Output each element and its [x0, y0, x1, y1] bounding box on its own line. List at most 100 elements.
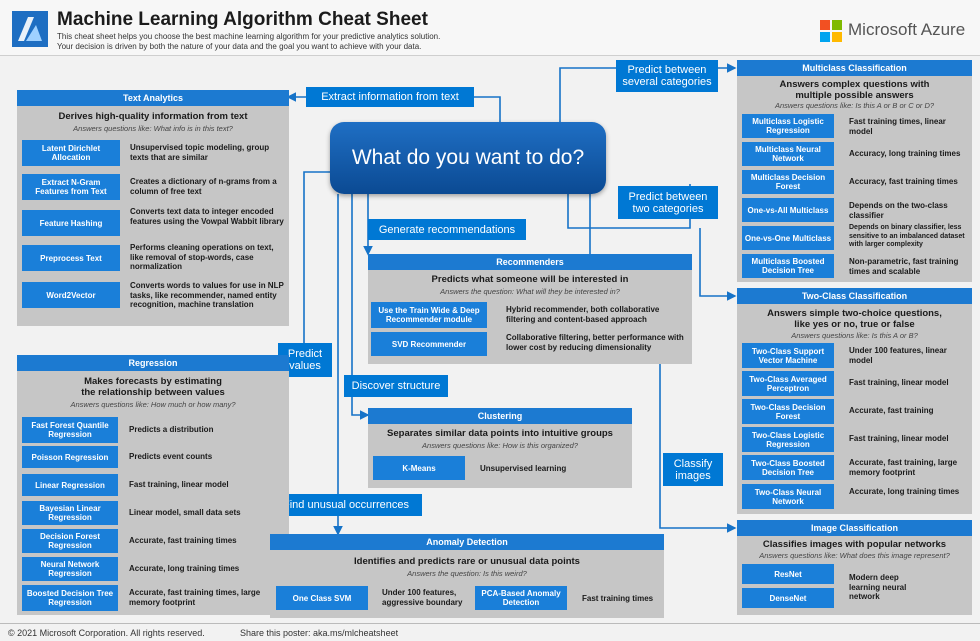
algorithm-description: Creates a dictionary of n-grams from a c… [130, 177, 277, 196]
panel-title: Image Classification [737, 520, 972, 536]
panel-heading: Answers complex questions with multiple … [779, 79, 930, 101]
image-classification-panel: Image Classification Classifies images w… [737, 520, 972, 615]
algorithm-description: Accurate, fast training times [129, 536, 237, 545]
panel-heading: Classifies images with popular networks [762, 539, 947, 550]
algorithm-button[interactable]: Preprocess Text [22, 245, 120, 271]
panel-question: Answers questions like: How is this orga… [422, 441, 578, 450]
algorithm-description: Modern deep learning neural network [849, 573, 907, 601]
algorithm-description: Accurate, fast training [849, 406, 934, 415]
label-find-unusual-occurrences[interactable]: Find unusual occurrences [270, 494, 422, 516]
footer: © 2021 Microsoft Corporation. All rights… [0, 623, 980, 641]
algorithm-button[interactable]: Two-Class Neural Network [742, 484, 834, 509]
algorithm-description: Fast training times [582, 594, 654, 603]
algorithm-description: Unsupervised topic modeling, group texts… [130, 143, 270, 162]
algorithm-button[interactable]: Linear Regression [22, 474, 118, 496]
share-link[interactable]: Share this poster: aka.ms/mlcheatsheet [240, 628, 399, 638]
label-generate-recommendations[interactable]: Generate recommendations [368, 219, 526, 240]
algorithm-button[interactable]: Two-Class Logistic Regression [742, 427, 834, 452]
azure-ml-logo-icon [12, 11, 48, 47]
panel-title: Recommenders [368, 254, 692, 270]
algorithm-description: Accuracy, long training times [849, 149, 961, 158]
algorithm-button[interactable]: ResNet [742, 564, 834, 584]
algorithm-button[interactable]: Feature Hashing [22, 210, 120, 236]
algorithm-button[interactable]: Extract N-Gram Features from Text [22, 174, 120, 200]
panel-heading: Identifies and predicts rare or unusual … [354, 556, 580, 567]
algorithm-description: Fast training, linear model [129, 480, 229, 489]
algorithm-description: Accurate, long training times [129, 564, 240, 573]
panel-question: Answers the question: Is this weird? [407, 569, 527, 578]
algorithm-button[interactable]: Poisson Regression [22, 446, 118, 468]
brand-name: Microsoft Azure [848, 20, 966, 39]
algorithm-description: Fast training, linear model [849, 378, 949, 387]
algorithm-description: Converts words to values for use in NLP … [130, 281, 284, 309]
panel-heading: Separates similar data points into intui… [387, 428, 613, 439]
text-analytics-panel: Text Analytics Derives high-quality info… [17, 90, 289, 326]
algorithm-button[interactable]: Neural Network Regression [22, 557, 118, 581]
panel-title: Clustering [368, 408, 632, 424]
algorithm-description: Under 100 features, linear model [849, 346, 947, 365]
clustering-panel: Clustering Separates similar data points… [368, 408, 632, 488]
algorithm-description: Accurate, fast training times, large mem… [129, 588, 261, 607]
algorithm-button[interactable]: Word2Vector [22, 282, 120, 308]
label-classify-images[interactable]: Classify images [663, 453, 723, 486]
algorithm-button[interactable]: DenseNet [742, 588, 834, 608]
algorithm-button[interactable]: Fast Forest Quantile Regression [22, 417, 118, 443]
algorithm-button[interactable]: Decision Forest Regression [22, 529, 118, 553]
algorithm-button[interactable]: Multiclass Logistic Regression [742, 114, 834, 138]
label-predict-two-categories[interactable]: Predict between two categories [618, 186, 718, 219]
algorithm-description: Accurate, long training times [849, 487, 960, 496]
microsoft-logo-icon [820, 20, 842, 42]
algorithm-button[interactable]: Multiclass Decision Forest [742, 170, 834, 194]
recommenders-panel: Recommenders Predicts what someone will … [368, 254, 692, 364]
anomaly-detection-panel: Anomaly Detection Identifies and predict… [270, 534, 664, 618]
algorithm-description: Hybrid recommender, both collaborative f… [506, 305, 660, 324]
label-discover-structure[interactable]: Discover structure [344, 375, 448, 397]
panel-question: Answers questions like: Is this A or B o… [774, 101, 935, 110]
panel-question: Answers questions like: Is this A or B? [791, 331, 918, 340]
algorithm-button[interactable]: Multiclass Boosted Decision Tree [742, 254, 834, 278]
algorithm-button[interactable]: K-Means [373, 456, 465, 480]
algorithm-description: Converts text data to integer encoded fe… [130, 207, 284, 226]
algorithm-button[interactable]: One-vs-One Multiclass [742, 226, 834, 250]
panel-title: Text Analytics [17, 90, 289, 106]
label-predict-several-categories[interactable]: Predict between several categories [616, 60, 718, 92]
algorithm-description: Fast training, linear model [849, 434, 949, 443]
algorithm-button[interactable]: PCA-Based Anomaly Detection [475, 586, 567, 610]
center-question[interactable]: What do you want to do? [330, 122, 606, 194]
algorithm-button[interactable]: Two-Class Decision Forest [742, 399, 834, 424]
algorithm-button[interactable]: Two-Class Support Vector Machine [742, 343, 834, 368]
algorithm-description: Predicts a distribution [129, 425, 214, 434]
algorithm-button[interactable]: Bayesian Linear Regression [22, 501, 118, 525]
panel-question: Answers the question: What will they be … [440, 287, 620, 296]
algorithm-description: Accurate, fast training, large memory fo… [849, 458, 958, 477]
algorithm-button[interactable]: Use the Train Wide & Deep Recommender mo… [371, 302, 487, 328]
panel-heading: Predicts what someone will be interested… [431, 274, 629, 285]
page-title: Machine Learning Algorithm Cheat Sheet [57, 9, 428, 30]
algorithm-button[interactable]: Two-Class Boosted Decision Tree [742, 455, 834, 480]
algorithm-description: Collaborative filtering, better performa… [506, 333, 684, 352]
algorithm-button[interactable]: SVD Recommender [371, 332, 487, 356]
algorithm-button[interactable]: Boosted Decision Tree Regression [22, 585, 118, 611]
algorithm-button[interactable]: Multiclass Neural Network [742, 142, 834, 166]
copyright-text: © 2021 Microsoft Corporation. All rights… [8, 628, 205, 638]
algorithm-description: Depends on binary classifier, less sensi… [849, 224, 965, 248]
panel-title: Regression [17, 355, 289, 371]
panel-heading: Makes forecasts by estimating the relati… [81, 376, 225, 398]
algorithm-description: Unsupervised learning [480, 464, 567, 473]
page-subtitle: This cheat sheet helps you choose the be… [57, 32, 441, 51]
panel-heading: Answers simple two-choice questions, lik… [767, 308, 942, 330]
algorithm-button[interactable]: One Class SVM [276, 586, 368, 610]
algorithm-description: Depends on the two-class classifier [849, 201, 948, 220]
header: Machine Learning Algorithm Cheat Sheet T… [0, 0, 980, 56]
algorithm-button[interactable]: One-vs-All Multiclass [742, 198, 834, 222]
algorithm-button[interactable]: Latent Dirichlet Allocation [22, 140, 120, 166]
panel-question: Answers questions like: What does this i… [759, 551, 950, 560]
panel-title: Two-Class Classification [737, 288, 972, 304]
algorithm-description: Fast training times, linear model [849, 117, 946, 136]
algorithm-description: Predicts event counts [129, 452, 213, 461]
algorithm-description: Non-parametric, fast training times and … [849, 257, 959, 276]
panel-title: Multiclass Classification [737, 60, 972, 76]
algorithm-button[interactable]: Two-Class Averaged Perceptron [742, 371, 834, 396]
label-extract-text[interactable]: Extract information from text [306, 87, 474, 107]
multiclass-classification-panel: Multiclass Classification Answers comple… [737, 60, 972, 282]
